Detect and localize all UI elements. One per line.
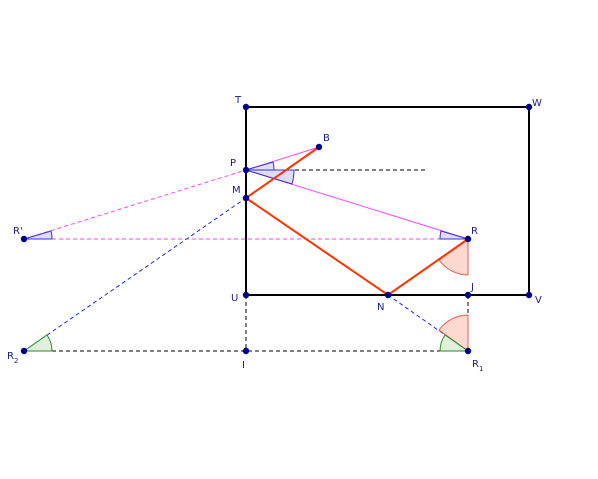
label-r2: R2 [7,351,18,365]
point-v [525,291,533,299]
angle-marker-p-upper [245,161,275,171]
angle-marker-r1 [438,314,469,352]
dashed-line-r2-m [23,197,247,352]
angle-marker-rprime [23,230,53,240]
dashed-line-rprime-p [23,169,247,240]
label-b: B [323,133,330,144]
point-r2 [20,347,28,355]
label-v: V [535,295,542,306]
angle-marker-r1-base [439,334,470,352]
label-m: M [232,185,241,196]
point-j [464,291,472,299]
point-i [242,347,250,355]
label-rprime: R' [13,226,23,237]
point-w [525,103,533,111]
angle-marker-r-left [439,230,469,240]
red-path-b-m-n-r [244,146,469,297]
point-m [242,194,250,202]
point-r [464,235,472,243]
angle-marker-r2 [22,334,53,352]
dashed-line-n-r1 [387,294,469,352]
label-r1: R1 [472,359,483,373]
point-n [384,291,392,299]
rectangle-twvu [245,106,530,296]
label-i: I [242,360,245,371]
point-u [242,291,250,299]
point-b [315,143,323,151]
point-p [242,166,250,174]
point-t [242,103,250,111]
label-w: W [532,98,542,109]
point-rprime [20,235,28,243]
label-n: N [377,302,384,313]
label-t: T [234,95,242,106]
label-r: R [471,226,478,237]
label-j: J [470,282,474,293]
point-r1 [464,347,472,355]
label-u: U [231,293,238,304]
label-p: P [230,158,236,169]
